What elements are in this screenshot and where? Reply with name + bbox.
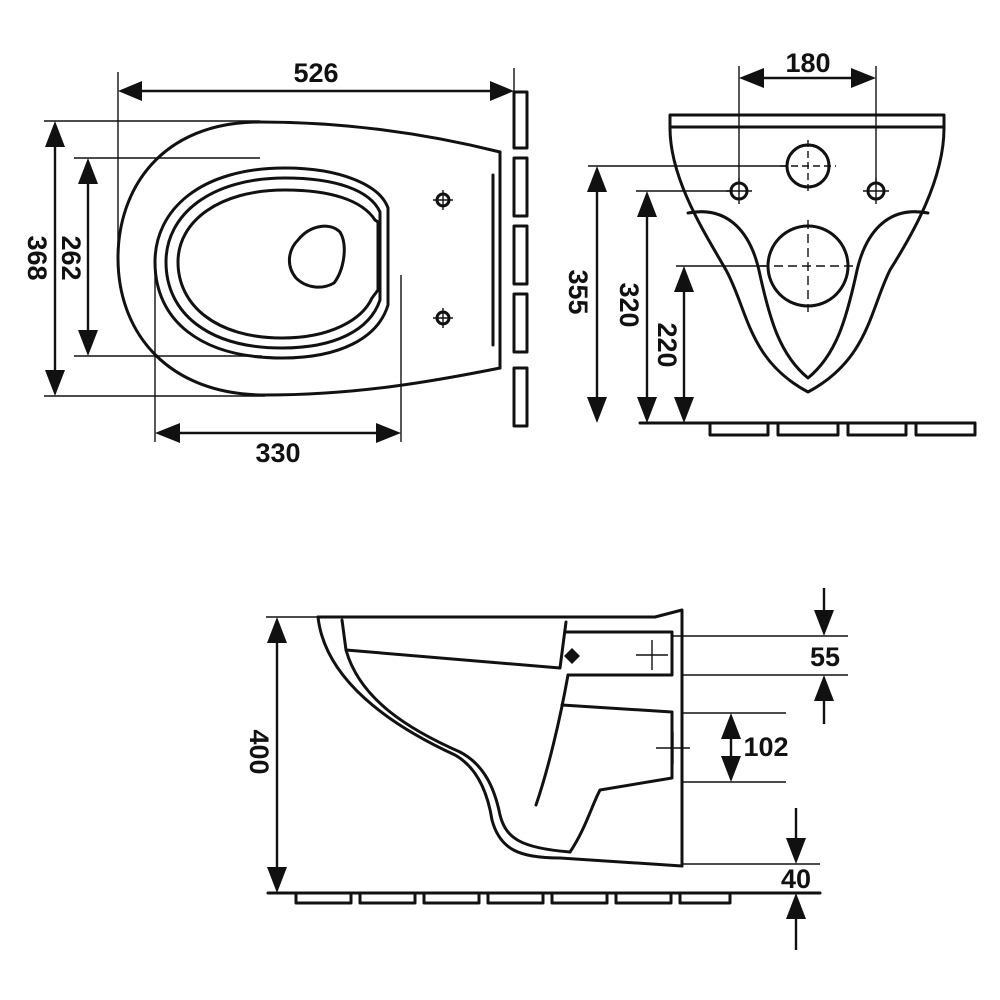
side-view-outlet-mark [656,732,690,764]
dimension-102-label: 102 [743,732,788,762]
side-view-outer-bowl [316,615,684,868]
side-view-inner-bowl [344,648,572,854]
dimension-526: 526 [117,58,515,250]
dimension-320-label: 320 [614,282,644,327]
front-view-outline [668,113,946,394]
dimension-320: 320 [614,190,730,423]
top-view-outlet [288,224,346,289]
dimension-262-label: 262 [56,235,86,280]
dimension-102: 102 [682,712,789,783]
dimension-368-label: 368 [22,235,52,280]
dimension-220: 220 [652,265,766,423]
top-view-wall [512,90,529,428]
dimension-400-label: 400 [244,729,274,774]
dimension-526-label: 526 [293,58,338,88]
dimension-355-label: 355 [563,269,593,314]
side-view: 400 55 102 40 [244,588,848,950]
side-view-seat [340,618,568,670]
dimension-262: 262 [56,157,262,357]
top-view-fixing-hole-lower [433,308,453,328]
front-view-floor [638,421,977,437]
dimension-40-label: 40 [781,864,811,894]
dimension-220-label: 220 [652,322,682,367]
front-view-inlet [780,140,836,192]
top-view-bowl-inner [176,188,380,340]
dimension-180: 180 [738,48,877,183]
top-view: 526 368 262 330 [22,58,529,468]
front-view-waste-opening [760,220,856,312]
side-view-rim [316,608,684,868]
side-view-seat-hinge [564,630,674,677]
top-view-seat-inner [164,176,382,350]
dimension-180-label: 180 [785,48,830,78]
side-view-floor [266,891,822,905]
top-view-bowl-outline [116,120,502,397]
dimension-55-label: 55 [810,642,840,672]
dimension-355: 355 [563,165,786,423]
side-view-trap [534,673,570,807]
dimension-400: 400 [244,616,320,893]
dimension-55: 55 [672,588,848,724]
top-view-fixing-hole-upper [433,190,453,210]
dimension-368: 368 [22,120,265,397]
side-view-outlet-pipe [560,703,674,854]
dimension-330: 330 [154,270,402,468]
front-view: 180 355 320 220 [563,48,977,437]
dimension-330-label: 330 [255,438,300,468]
dimension-40: 40 [682,808,820,950]
top-view-seat-rim [153,166,390,360]
front-view-inner-curve [686,210,930,380]
side-view-inlet-mark [564,640,668,670]
